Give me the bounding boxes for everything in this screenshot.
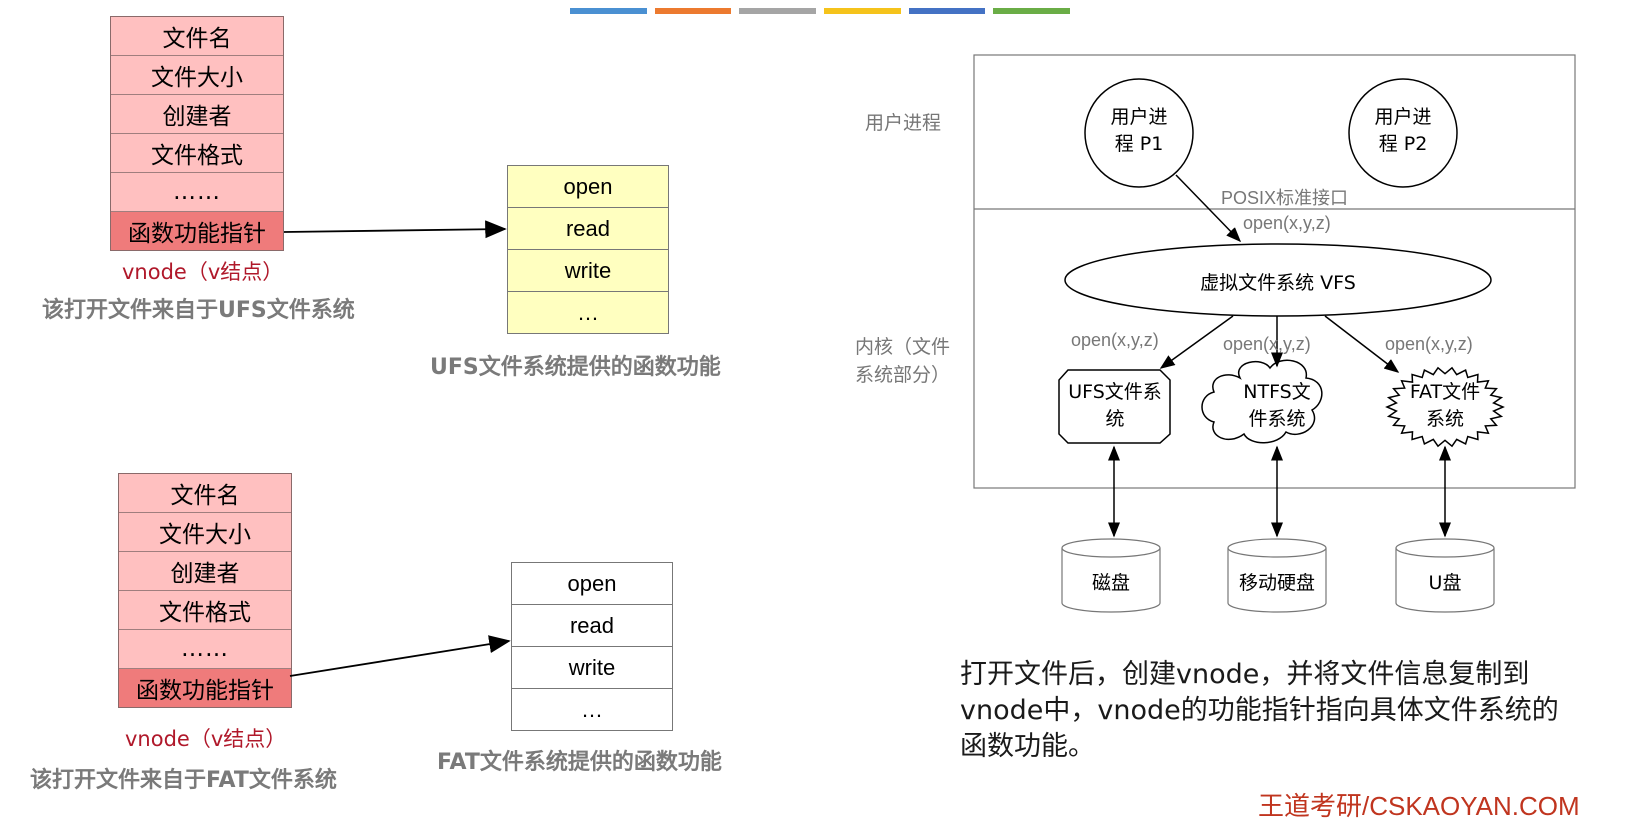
fat-function-caption: FAT文件系统提供的函数功能	[437, 750, 722, 775]
ufs-fs-shape	[1058, 369, 1171, 444]
fat-vnode-caption: vnode（v结点）	[125, 727, 287, 751]
description-text: 打开文件后，创建vnode，并将文件信息复制到vnode中，vnode的功能指针…	[960, 659, 1559, 762]
kernel-label: 内核（文件系统部分）	[855, 336, 951, 386]
vnode-field: ……	[119, 630, 291, 669]
ufs-fs-label: UFS文件系统	[1068, 381, 1162, 430]
strip-segment	[908, 8, 986, 14]
fat-pointer-arrow	[289, 635, 511, 677]
brand-watermark: 王道考研/CSKAOYAN.COM	[1258, 791, 1580, 821]
fat-fs-shape	[1385, 366, 1505, 448]
process-p1-circle	[1084, 78, 1194, 188]
disk-label: 磁盘	[1091, 572, 1130, 594]
vnode-field: 创建者	[119, 552, 291, 591]
disk-cylinder	[1061, 538, 1161, 613]
function-open: open	[508, 166, 668, 208]
function-open: open	[512, 563, 672, 605]
call-right-label: open(x,y,z)	[1385, 334, 1473, 354]
vfs-ellipse	[1064, 243, 1492, 317]
fat-vnode-table: 文件名 文件大小 创建者 文件格式 …… 函数功能指针	[118, 473, 292, 708]
function-write: write	[512, 647, 672, 689]
vnode-field: 文件格式	[111, 134, 283, 173]
vnode-field: 文件大小	[111, 56, 283, 95]
posix-label: POSIX标准接口	[1221, 188, 1349, 208]
function-read: read	[512, 605, 672, 647]
user-process-label: 用户进程	[865, 112, 942, 134]
mobile-disk-cylinder	[1227, 538, 1327, 613]
call-top-label: open(x,y,z)	[1243, 213, 1331, 233]
strip-segment	[570, 8, 647, 14]
function-read: read	[508, 208, 668, 250]
usb-disk-cylinder	[1395, 538, 1495, 613]
mobile-disk-label: 移动硬盘	[1238, 572, 1315, 594]
vfs-to-ufs-arrow	[1159, 315, 1234, 369]
vfs-to-fat-arrow	[1324, 315, 1400, 373]
fat-function-table: open read write …	[511, 562, 673, 731]
vnode-field: 文件格式	[119, 591, 291, 630]
p1-to-vfs-arrow	[1175, 174, 1242, 243]
ufs-vnode-table: 文件名 文件大小 创建者 文件格式 …… 函数功能指针	[110, 16, 284, 251]
process-p2-circle	[1348, 78, 1458, 188]
process-p2-label: 用户进程 P2	[1374, 106, 1432, 155]
vnode-function-pointer: 函数功能指针	[119, 669, 291, 707]
vnode-field: 文件名	[119, 474, 291, 513]
function-more: …	[512, 689, 672, 730]
ufs-vnode-source: 该打开文件来自于UFS文件系统	[42, 298, 355, 323]
fat-fs-label: FAT文件系统	[1409, 381, 1481, 430]
vnode-field: 创建者	[111, 95, 283, 134]
strip-segment	[739, 8, 817, 14]
vnode-field: 文件名	[111, 17, 283, 56]
ntfs-fs-label: NTFS文件系统	[1243, 381, 1311, 430]
ufs-function-table: open read write …	[507, 165, 669, 334]
function-write: write	[508, 250, 668, 292]
ufs-vnode-caption: vnode（v结点）	[122, 260, 284, 284]
vfs-label: 虚拟文件系统 VFS	[1200, 272, 1356, 294]
vnode-field: ……	[111, 173, 283, 212]
strip-segment	[654, 8, 732, 14]
strip-segment	[993, 8, 1071, 14]
ufs-function-caption: UFS文件系统提供的函数功能	[430, 355, 721, 380]
ufs-pointer-arrow	[283, 220, 507, 239]
call-mid-label: open(x,y,z)	[1223, 334, 1311, 354]
fat-vnode-source: 该打开文件来自于FAT文件系统	[30, 768, 337, 793]
strip-segment	[824, 8, 901, 14]
process-p1-label: 用户进程 P1	[1110, 106, 1168, 155]
function-more: …	[508, 292, 668, 333]
call-left-label: open(x,y,z)	[1071, 330, 1159, 350]
vnode-function-pointer: 函数功能指针	[111, 212, 283, 250]
color-strip	[570, 8, 1071, 14]
usb-disk-label: U盘	[1428, 572, 1462, 594]
vnode-field: 文件大小	[119, 513, 291, 552]
